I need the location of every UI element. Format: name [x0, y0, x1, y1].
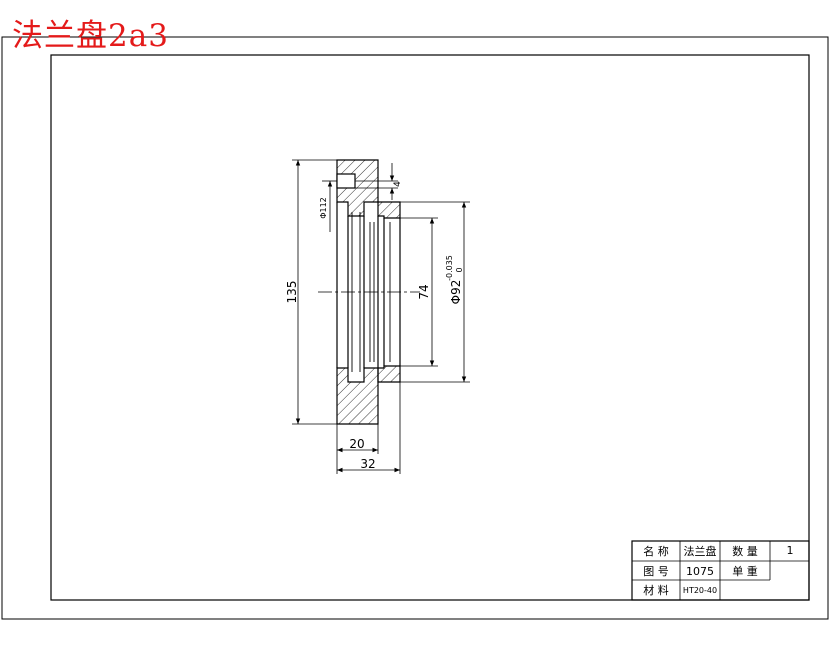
outer-border	[1, 36, 829, 620]
tb-name-value: 法兰盘	[684, 544, 717, 558]
tb-drawing-no-value: 1075	[686, 565, 714, 578]
dim-overall-height: 135	[285, 281, 299, 304]
title-block: 名 称 法兰盘 数 量 1 图 号 1075 单 重 材 料 HT20-40	[631, 540, 810, 601]
part-section	[318, 159, 420, 425]
dim-flange-thickness: 20	[349, 437, 364, 451]
tb-material-value: HT20-40	[683, 586, 717, 595]
dim-small-step: 4	[393, 181, 403, 187]
dim-tolerance-upper: -0.035	[445, 255, 454, 281]
dim-tolerance-lower: 0	[455, 267, 464, 272]
tb-drawing-no-label: 图 号	[643, 565, 669, 578]
drawing-title: 法兰盘2a3	[12, 18, 169, 54]
dim-fit-diameter: Φ92	[449, 280, 463, 305]
dimension-lines	[292, 159, 470, 474]
dim-total-width: 32	[360, 457, 375, 471]
tb-qty-value: 1	[787, 544, 794, 557]
tb-unit-weight-label: 单 重	[732, 564, 758, 578]
lower-spigot-hatch	[377, 365, 401, 383]
lower-flange-hatch	[336, 367, 379, 425]
dim-bore: 74	[417, 284, 431, 299]
tb-material-label: 材 料	[643, 583, 669, 597]
inner-border	[50, 54, 810, 601]
tb-qty-label: 数 量	[732, 545, 758, 558]
upper-spigot-hatch	[377, 201, 401, 219]
bolt-hole	[336, 173, 356, 189]
dim-thread-diameter: Φ112	[319, 197, 328, 219]
tb-name-label: 名 称	[643, 544, 669, 558]
